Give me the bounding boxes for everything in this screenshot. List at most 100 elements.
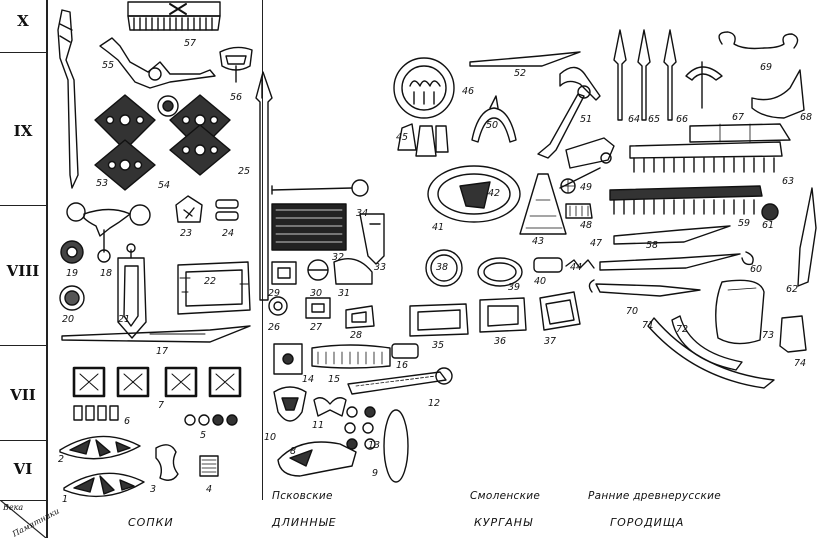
artifact-finger-ring [426, 250, 462, 286]
item-number: 73 [762, 330, 775, 341]
item-number: 28 [350, 330, 363, 341]
item-number: 42 [488, 188, 501, 199]
artifact-bead-row [74, 406, 118, 420]
artifact-ring-ornament [394, 58, 454, 118]
artifact-round-ornament [762, 204, 778, 220]
group-gorodishcha: ГОРОДИЩА [610, 516, 685, 529]
century-vi: VI [13, 460, 33, 478]
item-number: 51 [580, 114, 593, 125]
artifact-bead-pair [216, 200, 238, 220]
item-number: 11 [312, 420, 325, 431]
item-number: 71 [642, 320, 655, 331]
artifact-hook [589, 280, 700, 296]
item-number: 35 [432, 340, 445, 351]
item-number: 58 [646, 240, 659, 251]
artifact-frame-buckle [178, 262, 250, 314]
item-number: 20 [62, 314, 75, 325]
item-number: 49 [580, 182, 593, 193]
corner-diagonal [0, 500, 46, 538]
item-number: 63 [782, 176, 795, 187]
artifact-animal-brooch [100, 38, 215, 88]
artifact-horseshoe [686, 62, 722, 108]
artifact-flint [472, 96, 516, 142]
artifact-small-beads [185, 415, 237, 425]
artifact-square-plate [274, 344, 302, 374]
item-number: 26 [268, 322, 281, 333]
artifact-belt-buckle [480, 298, 526, 332]
item-number: 32 [332, 252, 345, 263]
artifact-pouch [780, 316, 806, 352]
artifact-textile-fragment [272, 204, 346, 250]
item-number: 29 [268, 288, 281, 299]
artifact-loop [360, 214, 384, 264]
artifact-round-pendant [61, 241, 83, 263]
artifact-strap-end [118, 244, 146, 338]
item-number: 47 [590, 238, 603, 249]
century-x: X [17, 12, 29, 30]
item-number: 44 [570, 262, 583, 273]
item-number: 23 [180, 228, 193, 239]
item-number: 5 [200, 430, 207, 441]
artifact-knife [614, 226, 730, 244]
artifact-round-disc [60, 286, 84, 310]
artifact-comb-fragment [312, 345, 390, 368]
artifact-brooch-cluster [95, 95, 230, 190]
item-number: 59 [738, 218, 751, 229]
item-number: 53 [96, 178, 109, 189]
artifact-arrowhead [638, 30, 650, 120]
item-number: 50 [486, 120, 499, 131]
artifact-spear [256, 72, 272, 300]
artifact-axe [716, 280, 764, 343]
item-number: 60 [750, 264, 763, 275]
item-number: 48 [580, 220, 593, 231]
item-number: 37 [544, 336, 557, 347]
item-number: 65 [648, 114, 661, 125]
artifact-small-buckle [272, 262, 296, 284]
item-number: 66 [676, 114, 689, 125]
item-number: 43 [532, 236, 545, 247]
artifact-buckle [220, 47, 252, 82]
century-divider [0, 500, 46, 501]
century-divider [0, 52, 46, 53]
artifact-fire-steel [752, 70, 804, 118]
item-number: 22 [204, 276, 217, 287]
item-number: 10 [264, 432, 277, 443]
artifact-arrowhead [664, 30, 676, 120]
artifact-elongated-bead [384, 410, 408, 482]
artifact-knife [470, 52, 580, 66]
item-number: 46 [462, 86, 475, 97]
century-ix: IX [13, 122, 33, 140]
item-number: 8 [290, 446, 297, 457]
artifact-comb [128, 2, 220, 30]
item-number: 1 [62, 494, 69, 505]
century-divider [0, 205, 46, 206]
item-number: 36 [494, 336, 507, 347]
item-number: 54 [158, 180, 171, 191]
item-number: 70 [626, 306, 639, 317]
item-number: 30 [310, 288, 323, 299]
artifact-square-pendant [200, 456, 218, 476]
item-number: 14 [302, 374, 315, 385]
artifact-bow-brooch [274, 387, 306, 421]
item-number: 13 [368, 440, 381, 451]
artifact-arrowhead [614, 30, 626, 120]
item-number: 12 [428, 398, 441, 409]
artifact-knife [600, 252, 753, 270]
artifact-scabbard [690, 124, 790, 142]
artifact-sickle [648, 318, 774, 388]
item-number: 16 [396, 360, 409, 371]
item-number: 6 [124, 416, 131, 427]
artifact-small-buckle [346, 306, 374, 328]
item-number: 45 [396, 132, 409, 143]
artifact-bone-amulet [156, 445, 178, 480]
century-viii: VIII [6, 262, 40, 280]
item-number: 61 [762, 220, 775, 231]
artifact-small-buckle [306, 298, 330, 318]
item-number: 56 [230, 92, 243, 103]
artifact-pendant-chain [67, 203, 150, 262]
group-kurgany: КУРГАНЫ [474, 516, 534, 529]
item-number: 40 [534, 276, 547, 287]
artifact-comb [610, 186, 762, 214]
artifact-pin [58, 10, 78, 188]
item-number: 9 [372, 468, 379, 479]
